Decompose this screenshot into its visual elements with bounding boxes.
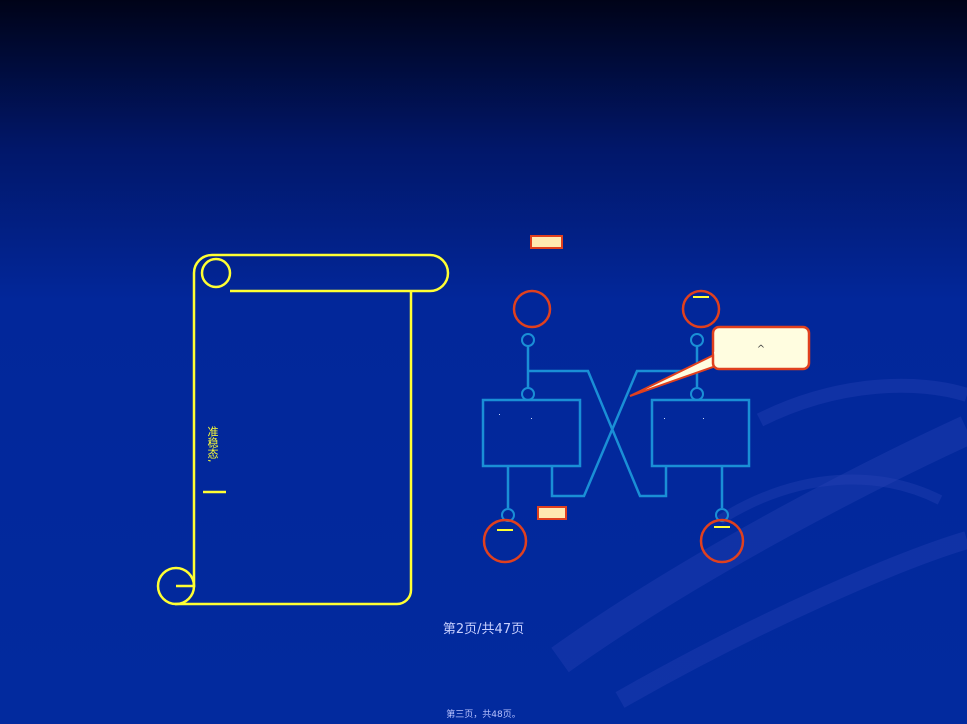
terminal-nodes: [501, 333, 729, 522]
tiny-ticks: [499, 414, 704, 419]
circuit-diagram: [481, 235, 751, 564]
label-box-top: [530, 235, 563, 249]
scroll-banner: [156, 253, 450, 606]
label-box-bottom: [537, 506, 567, 520]
page-counter: 第2页/共47页: [0, 618, 967, 637]
highlight-circles: [482, 289, 745, 564]
circuit-wiring: [481, 346, 751, 508]
page-counter-text: 第2页/共47页: [442, 622, 525, 637]
footer-note: 第三页，共48页。: [446, 710, 521, 720]
callout-bubble: ^: [629, 325, 811, 397]
background-swoosh: [551, 378, 967, 708]
scroll-text: 准稳态,: [206, 426, 219, 463]
callout-text: ^: [757, 344, 765, 355]
bar-marks: [497, 296, 730, 531]
